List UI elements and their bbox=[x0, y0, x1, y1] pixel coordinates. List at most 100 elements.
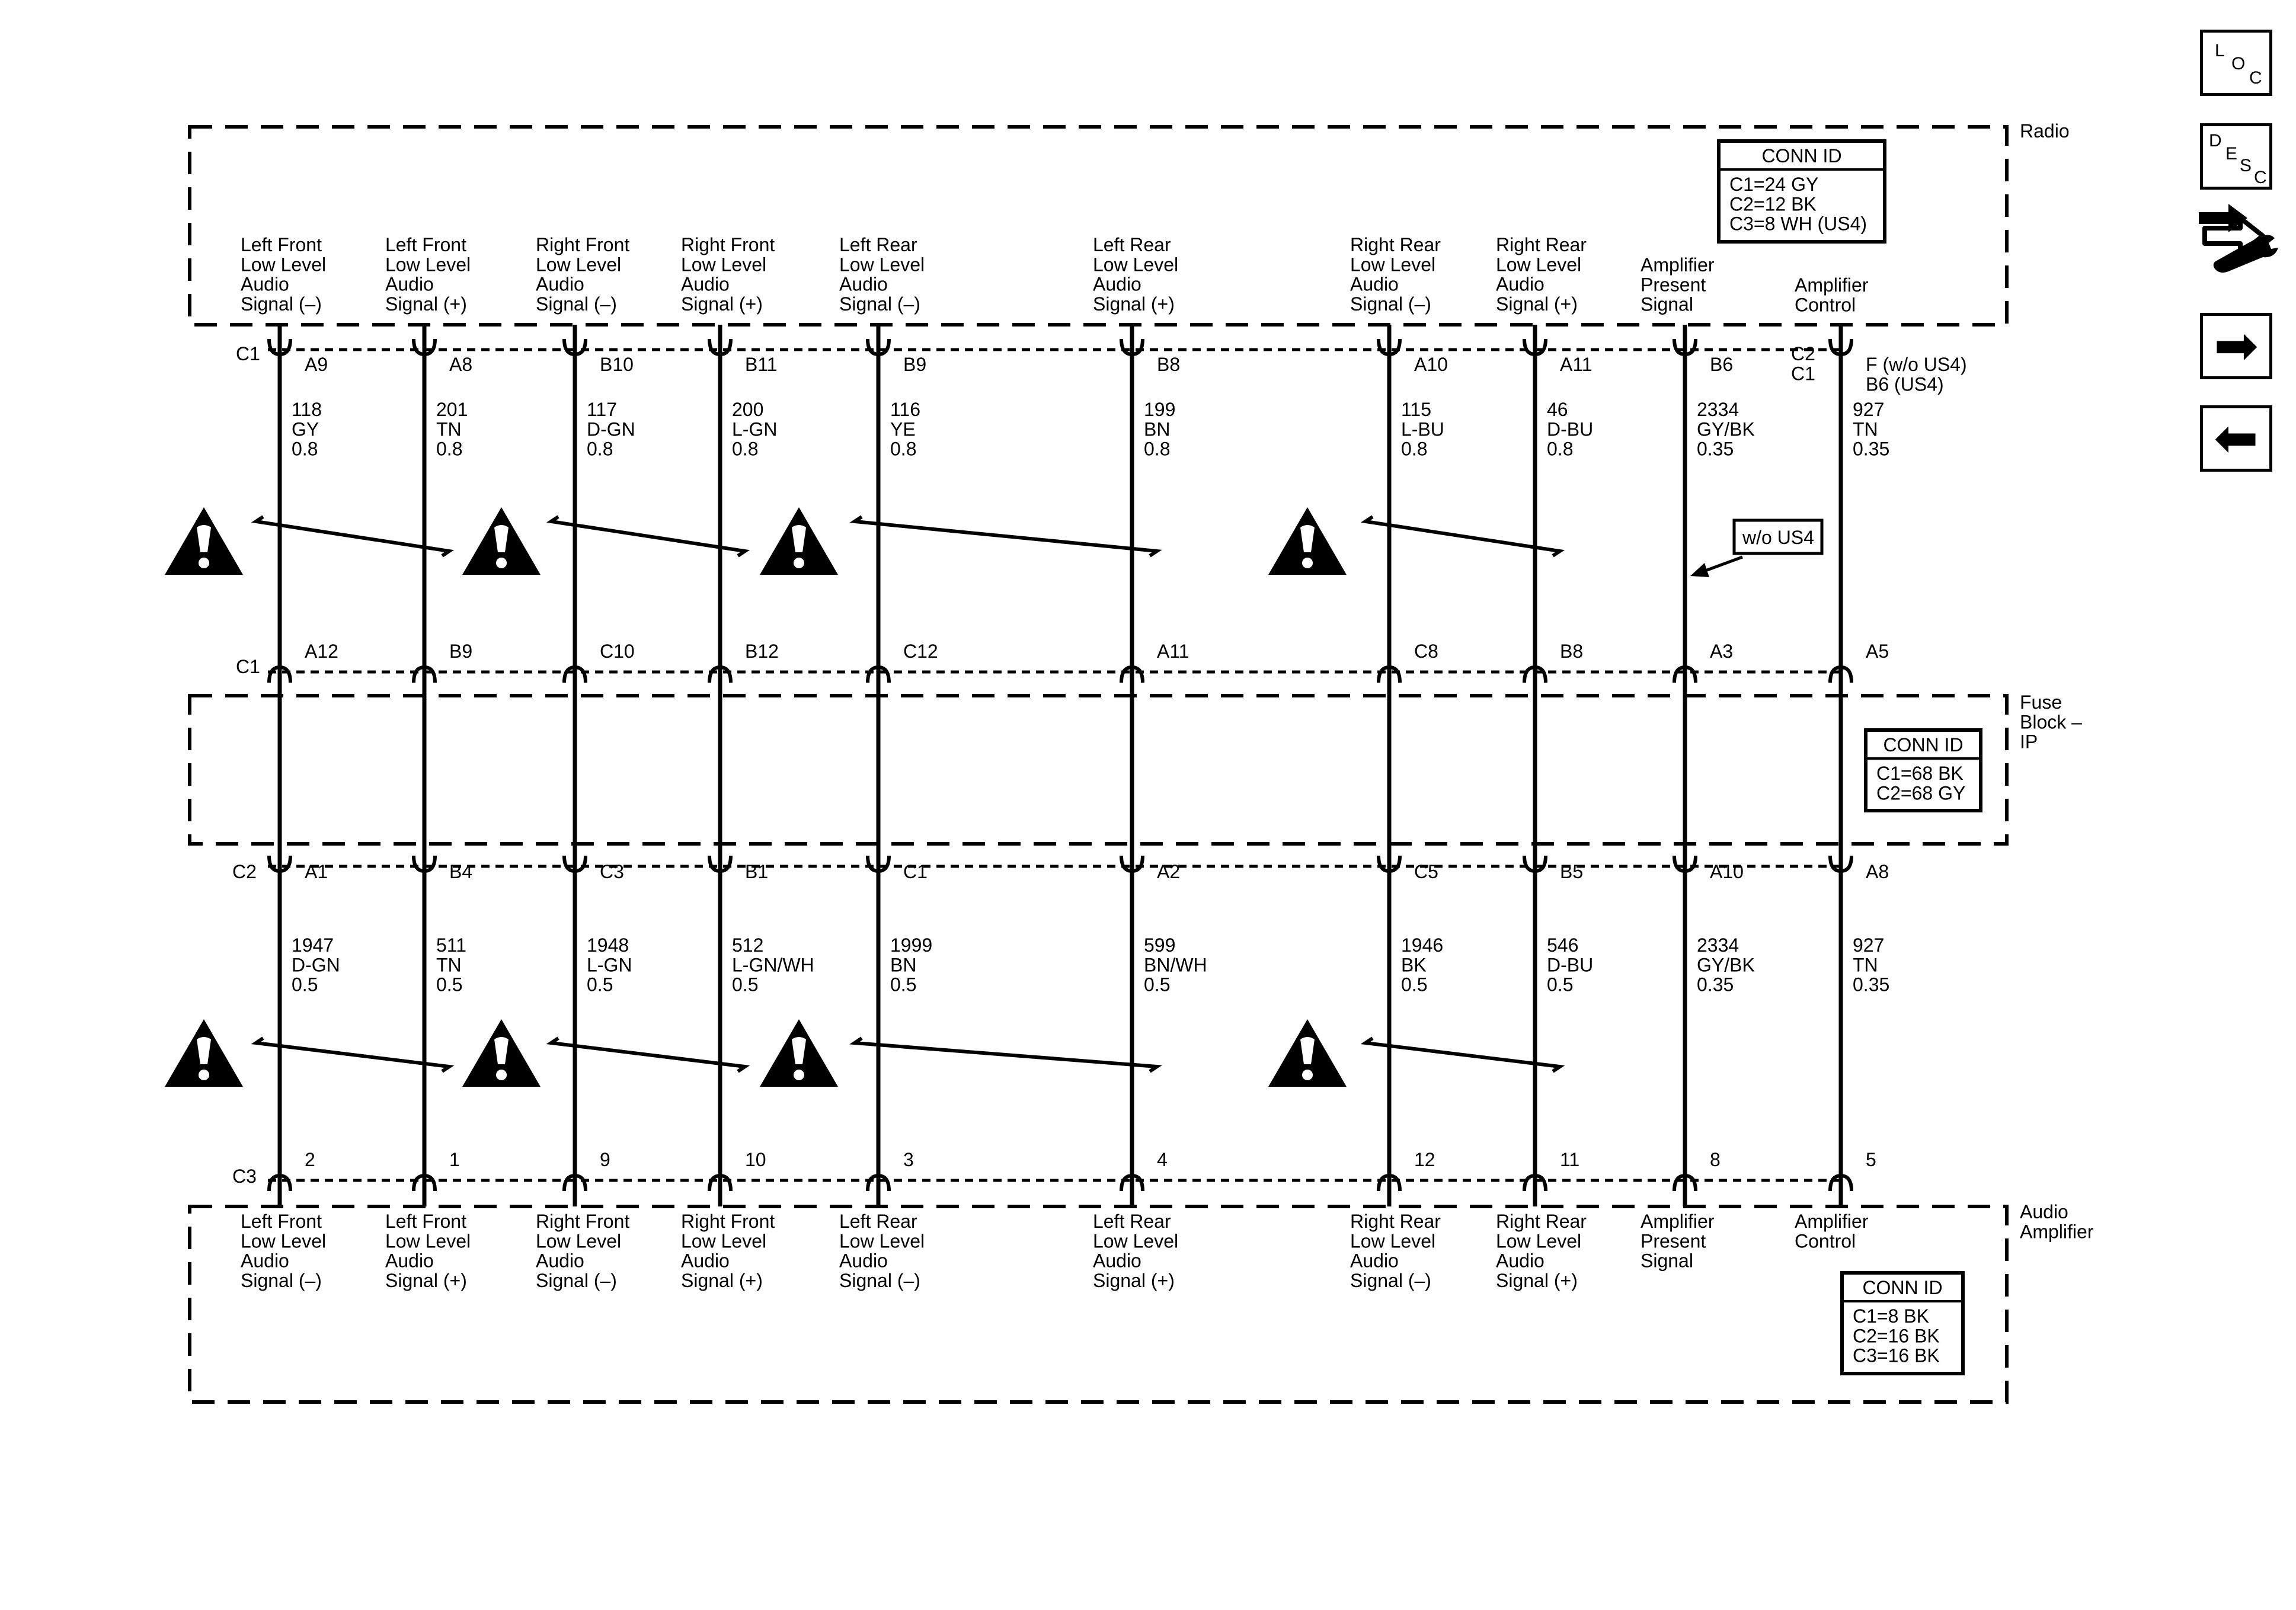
fuse-top-pin-symbol-9 bbox=[1828, 665, 1853, 683]
twisted-pair-lower-2 bbox=[849, 1036, 1162, 1073]
amplifier-pin-3: 10 bbox=[745, 1149, 766, 1170]
fuse-bottom-pin-0: A1 bbox=[305, 861, 328, 882]
fuse-top-pin-6: C8 bbox=[1414, 641, 1438, 662]
left-arrow-icon: ⬅ bbox=[2214, 407, 2259, 469]
amplifier-pin-4: 3 bbox=[903, 1149, 914, 1170]
radio-pin-3: B11 bbox=[745, 354, 778, 375]
option-note-text: w/o US4 bbox=[1742, 527, 1814, 548]
amplifier-pin-symbol-9 bbox=[1828, 1173, 1853, 1192]
warning-icon-upper-3-mark bbox=[1300, 525, 1315, 552]
fuse-top-pin-5: A11 bbox=[1157, 641, 1189, 662]
description-button[interactable]: D E S C bbox=[2200, 123, 2272, 190]
amplifier-pin-symbol-3 bbox=[708, 1173, 733, 1192]
fuse-bottom-pin-6: C5 bbox=[1414, 861, 1438, 882]
fuse-top-pin-1: B9 bbox=[449, 641, 472, 662]
desc-letter-s: S bbox=[2240, 156, 2252, 175]
location-button[interactable]: L O C bbox=[2200, 30, 2272, 96]
fuse-top-pin-symbol-3 bbox=[708, 665, 733, 683]
fuse-top-pin-symbol-7 bbox=[1523, 665, 1547, 683]
fuse-top-pin-symbol-5 bbox=[1120, 665, 1144, 683]
warning-icon-lower-0-dot bbox=[199, 1070, 209, 1080]
amplifier-conn-id-title: CONN ID bbox=[1862, 1277, 1942, 1298]
fuse-conn-id-box bbox=[1864, 728, 1982, 812]
amplifier-pin-symbol-8 bbox=[1673, 1173, 1697, 1192]
radio-pin-symbol-0 bbox=[267, 338, 292, 357]
fuse-top-pin-symbol-4 bbox=[866, 665, 891, 683]
fuse-conn-id-title: CONN ID bbox=[1883, 734, 1963, 756]
radio-pin-symbol-1 bbox=[412, 338, 437, 357]
twisted-pair-upper-1 bbox=[546, 515, 750, 558]
amplifier-pin-symbol-4 bbox=[866, 1173, 891, 1192]
fuse-top-pin-symbol-0 bbox=[267, 665, 292, 683]
fuse-bottom-pin-symbol-2 bbox=[562, 855, 587, 873]
warning-icon-upper-2-mark bbox=[792, 525, 806, 552]
amplifier-pin-6: 12 bbox=[1414, 1149, 1435, 1170]
fuse-bottom-pin-symbol-1 bbox=[412, 855, 437, 873]
radio-connector-id: C1 bbox=[236, 343, 260, 364]
fuse-top-pin-2: C10 bbox=[600, 641, 635, 662]
amplifier-connector-id: C3 bbox=[232, 1166, 257, 1187]
loc-letter-l: L bbox=[2215, 41, 2225, 60]
radio-pin-symbol-4 bbox=[866, 338, 891, 357]
fuse-top-pin-symbol-1 bbox=[412, 665, 437, 683]
fuse-top-pin-symbol-2 bbox=[562, 665, 587, 683]
previous-button[interactable]: ⬅ bbox=[2200, 405, 2272, 472]
radio-pin-9: F (w/o US4)B6 (US4) bbox=[1866, 354, 1967, 395]
radio-pin-8: B6 bbox=[1710, 354, 1733, 375]
fuse-block-box bbox=[188, 694, 2009, 846]
fuse-top-pin-symbol-8 bbox=[1673, 665, 1697, 683]
warning-icon-lower-2-dot bbox=[794, 1070, 804, 1080]
fuse-top-pin-3: B12 bbox=[745, 641, 779, 662]
wrench-arrows-icon[interactable] bbox=[2193, 201, 2282, 279]
warning-icon-upper-1-mark bbox=[494, 525, 509, 552]
amplifier-pin-symbol-6 bbox=[1377, 1173, 1402, 1192]
fuse-top-pin-4: C12 bbox=[903, 641, 938, 662]
fuse-bottom-pin-symbol-5 bbox=[1120, 855, 1144, 873]
warning-icon-lower-1-dot bbox=[496, 1070, 507, 1080]
fuse-bottom-pin-2: C3 bbox=[600, 861, 624, 882]
twisted-pair-upper-0 bbox=[251, 515, 455, 558]
twisted-pair-upper-2 bbox=[849, 515, 1162, 558]
fuse-top-pin-symbol-6 bbox=[1377, 665, 1402, 683]
fuse-top-pin-0: A12 bbox=[305, 641, 338, 662]
radio-pin-symbol-9 bbox=[1828, 338, 1853, 357]
fuse-bottom-connector-id: C2 bbox=[232, 861, 257, 882]
twisted-pair-lower-1 bbox=[546, 1036, 750, 1073]
twisted-pair-lower-0 bbox=[251, 1036, 455, 1073]
fuse-bottom-pin-symbol-4 bbox=[866, 855, 891, 873]
amplifier-box bbox=[188, 1205, 2009, 1404]
fuse-top-pin-8: A3 bbox=[1710, 641, 1733, 662]
amplifier-pin-1: 1 bbox=[449, 1149, 460, 1170]
amplifier-pin-8: 8 bbox=[1710, 1149, 1721, 1170]
right-arrow-icon: ➡ bbox=[2214, 315, 2259, 377]
loc-letter-o: O bbox=[2231, 54, 2246, 73]
next-button[interactable]: ➡ bbox=[2200, 313, 2272, 379]
amplifier-pin-symbol-7 bbox=[1523, 1173, 1547, 1192]
radio-conn-id-title: CONN ID bbox=[1761, 145, 1841, 167]
loc-letter-c: C bbox=[2249, 68, 2262, 88]
amplifier-pin-symbol-5 bbox=[1120, 1173, 1144, 1192]
